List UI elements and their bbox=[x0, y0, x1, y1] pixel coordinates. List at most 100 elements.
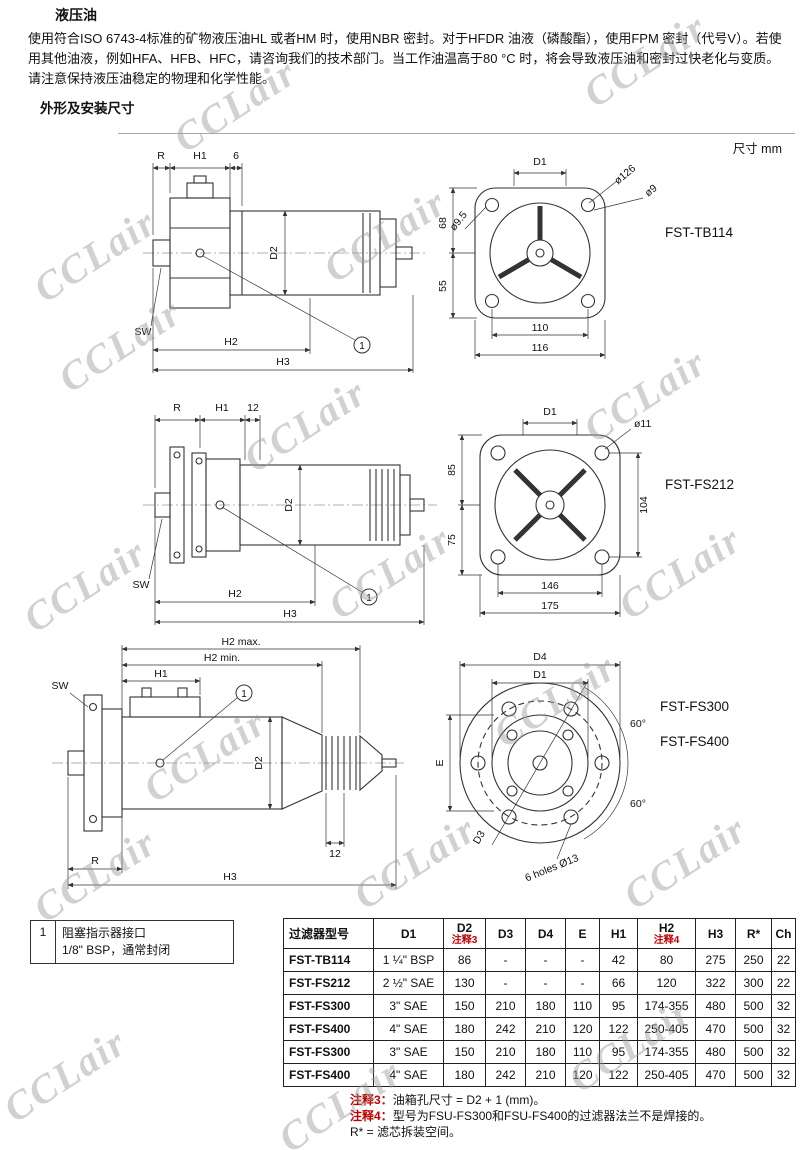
svg-text:H3: H3 bbox=[283, 608, 297, 620]
svg-text:R: R bbox=[157, 150, 165, 162]
value-cell: 4" SAE bbox=[373, 1017, 444, 1041]
value-cell: 120 bbox=[637, 971, 696, 995]
value-cell: 242 bbox=[485, 1017, 526, 1041]
svg-text:D1: D1 bbox=[533, 156, 547, 168]
svg-text:ø11: ø11 bbox=[634, 418, 651, 430]
value-cell: 180 bbox=[525, 994, 566, 1018]
drawing-fst-fs212: R H1 12 D2 SW H2 H3 1 D1 ø11 85 75 104 1… bbox=[133, 402, 652, 625]
svg-text:116: 116 bbox=[532, 342, 549, 354]
column-header: H1 bbox=[599, 918, 638, 949]
svg-text:146: 146 bbox=[541, 580, 559, 592]
footnote-text: 油箱孔尺寸 = D2 + 1 (mm)。 bbox=[392, 1093, 546, 1107]
value-cell: 470 bbox=[695, 1063, 736, 1087]
column-header: D3 bbox=[485, 918, 526, 949]
footnote: R* = 滤芯拆装空间。 bbox=[350, 1124, 711, 1140]
note-line-2: 1/8" BSP，通常封闭 bbox=[62, 943, 171, 957]
svg-text:ø9: ø9 bbox=[643, 182, 660, 199]
value-cell: 122 bbox=[599, 1017, 638, 1041]
front-view-outline bbox=[459, 682, 621, 844]
figure-area: 尺寸 mm bbox=[0, 133, 800, 895]
svg-text:ø9.5: ø9.5 bbox=[447, 209, 469, 233]
svg-text:D1: D1 bbox=[533, 669, 547, 681]
svg-text:60°: 60° bbox=[630, 798, 646, 810]
footnote-text: 型号为FSU-FS300和FSU-FS400的过滤器法兰不是焊接的。 bbox=[392, 1109, 712, 1123]
value-cell: 110 bbox=[565, 1040, 600, 1064]
figure-divider bbox=[118, 133, 795, 134]
value-cell: 66 bbox=[599, 971, 638, 995]
column-header: D4 bbox=[525, 918, 566, 949]
value-cell: 150 bbox=[443, 1040, 486, 1064]
svg-text:H3: H3 bbox=[223, 871, 237, 883]
svg-text:H1: H1 bbox=[215, 402, 229, 414]
value-cell: - bbox=[565, 971, 600, 995]
note-text: 阻塞指示器接口 1/8" BSP，通常封闭 bbox=[56, 921, 176, 963]
value-cell: 250-405 bbox=[637, 1063, 696, 1087]
side-view-outline bbox=[67, 687, 397, 832]
footnote-label: 注释3： bbox=[350, 1093, 393, 1107]
svg-text:D2: D2 bbox=[283, 498, 295, 512]
value-cell: 32 bbox=[771, 1040, 796, 1064]
svg-text:H3: H3 bbox=[276, 356, 290, 368]
value-cell: 32 bbox=[771, 994, 796, 1018]
value-cell: 86 bbox=[443, 948, 486, 972]
svg-text:175: 175 bbox=[541, 600, 559, 612]
value-cell: 174-355 bbox=[637, 994, 696, 1018]
svg-text:H2: H2 bbox=[228, 588, 242, 600]
svg-text:D1: D1 bbox=[543, 406, 557, 418]
svg-text:1: 1 bbox=[359, 341, 365, 352]
value-cell: - bbox=[525, 971, 566, 995]
value-cell: 210 bbox=[485, 1040, 526, 1064]
model-label-fst-fs300: FST-FS300 bbox=[660, 699, 730, 714]
model-cell: FST-FS300 bbox=[283, 994, 374, 1018]
value-cell: 210 bbox=[525, 1017, 566, 1041]
model-cell: FST-TB114 bbox=[283, 948, 374, 972]
dimension-labels: H2 max. H2 min. H1 SW 1 D2 12 R H3 D4 D1… bbox=[52, 636, 646, 884]
column-header: H3 bbox=[695, 918, 736, 949]
svg-text:1: 1 bbox=[366, 593, 372, 604]
value-cell: 210 bbox=[485, 994, 526, 1018]
svg-text:H2: H2 bbox=[224, 336, 238, 348]
page-title: 液压油 bbox=[55, 7, 97, 23]
model-cell: FST-FS300 bbox=[283, 1040, 374, 1064]
svg-text:12: 12 bbox=[247, 402, 259, 414]
drawing-fst-fs300-fs400: H2 max. H2 min. H1 SW 1 D2 12 R H3 D4 D1… bbox=[52, 636, 646, 889]
value-cell: 322 bbox=[695, 971, 736, 995]
value-cell: 3" SAE bbox=[373, 1040, 444, 1064]
value-cell: 180 bbox=[443, 1063, 486, 1087]
value-cell: 150 bbox=[443, 994, 486, 1018]
section-title: 外形及安装尺寸 bbox=[40, 101, 135, 116]
svg-text:110: 110 bbox=[532, 322, 549, 334]
value-cell: 500 bbox=[735, 1063, 772, 1087]
value-cell: 130 bbox=[443, 971, 486, 995]
intro-section: 液压油 使用符合ISO 6743-4标准的矿物液压油HL 或者HM 时，使用NB… bbox=[28, 5, 792, 89]
dimension-labels: R H1 12 D2 SW H2 H3 1 D1 ø11 85 75 104 1… bbox=[133, 402, 652, 620]
column-header: Ch bbox=[771, 918, 796, 949]
svg-text:12: 12 bbox=[329, 848, 341, 860]
column-header: D1 bbox=[373, 918, 444, 949]
front-view-outline bbox=[474, 187, 606, 319]
svg-text:H1: H1 bbox=[193, 150, 207, 162]
footnote-text: R* = 滤芯拆装空间。 bbox=[350, 1125, 462, 1139]
value-cell: 120 bbox=[565, 1063, 600, 1087]
svg-text:D4: D4 bbox=[533, 651, 547, 663]
value-cell: 42 bbox=[599, 948, 638, 972]
model-cell: FST-FS400 bbox=[283, 1017, 374, 1041]
footnotes: 注释3：油箱孔尺寸 = D2 + 1 (mm)。 注释4：型号为FSU-FS30… bbox=[350, 1092, 711, 1140]
value-cell: 110 bbox=[565, 994, 600, 1018]
dimension-lines bbox=[150, 163, 644, 373]
value-cell: - bbox=[485, 971, 526, 995]
svg-text:104: 104 bbox=[638, 496, 650, 514]
value-cell: 500 bbox=[735, 1017, 772, 1041]
footnote: 注释4：型号为FSU-FS300和FSU-FS400的过滤器法兰不是焊接的。 bbox=[350, 1108, 711, 1124]
svg-text:SW: SW bbox=[52, 680, 69, 692]
